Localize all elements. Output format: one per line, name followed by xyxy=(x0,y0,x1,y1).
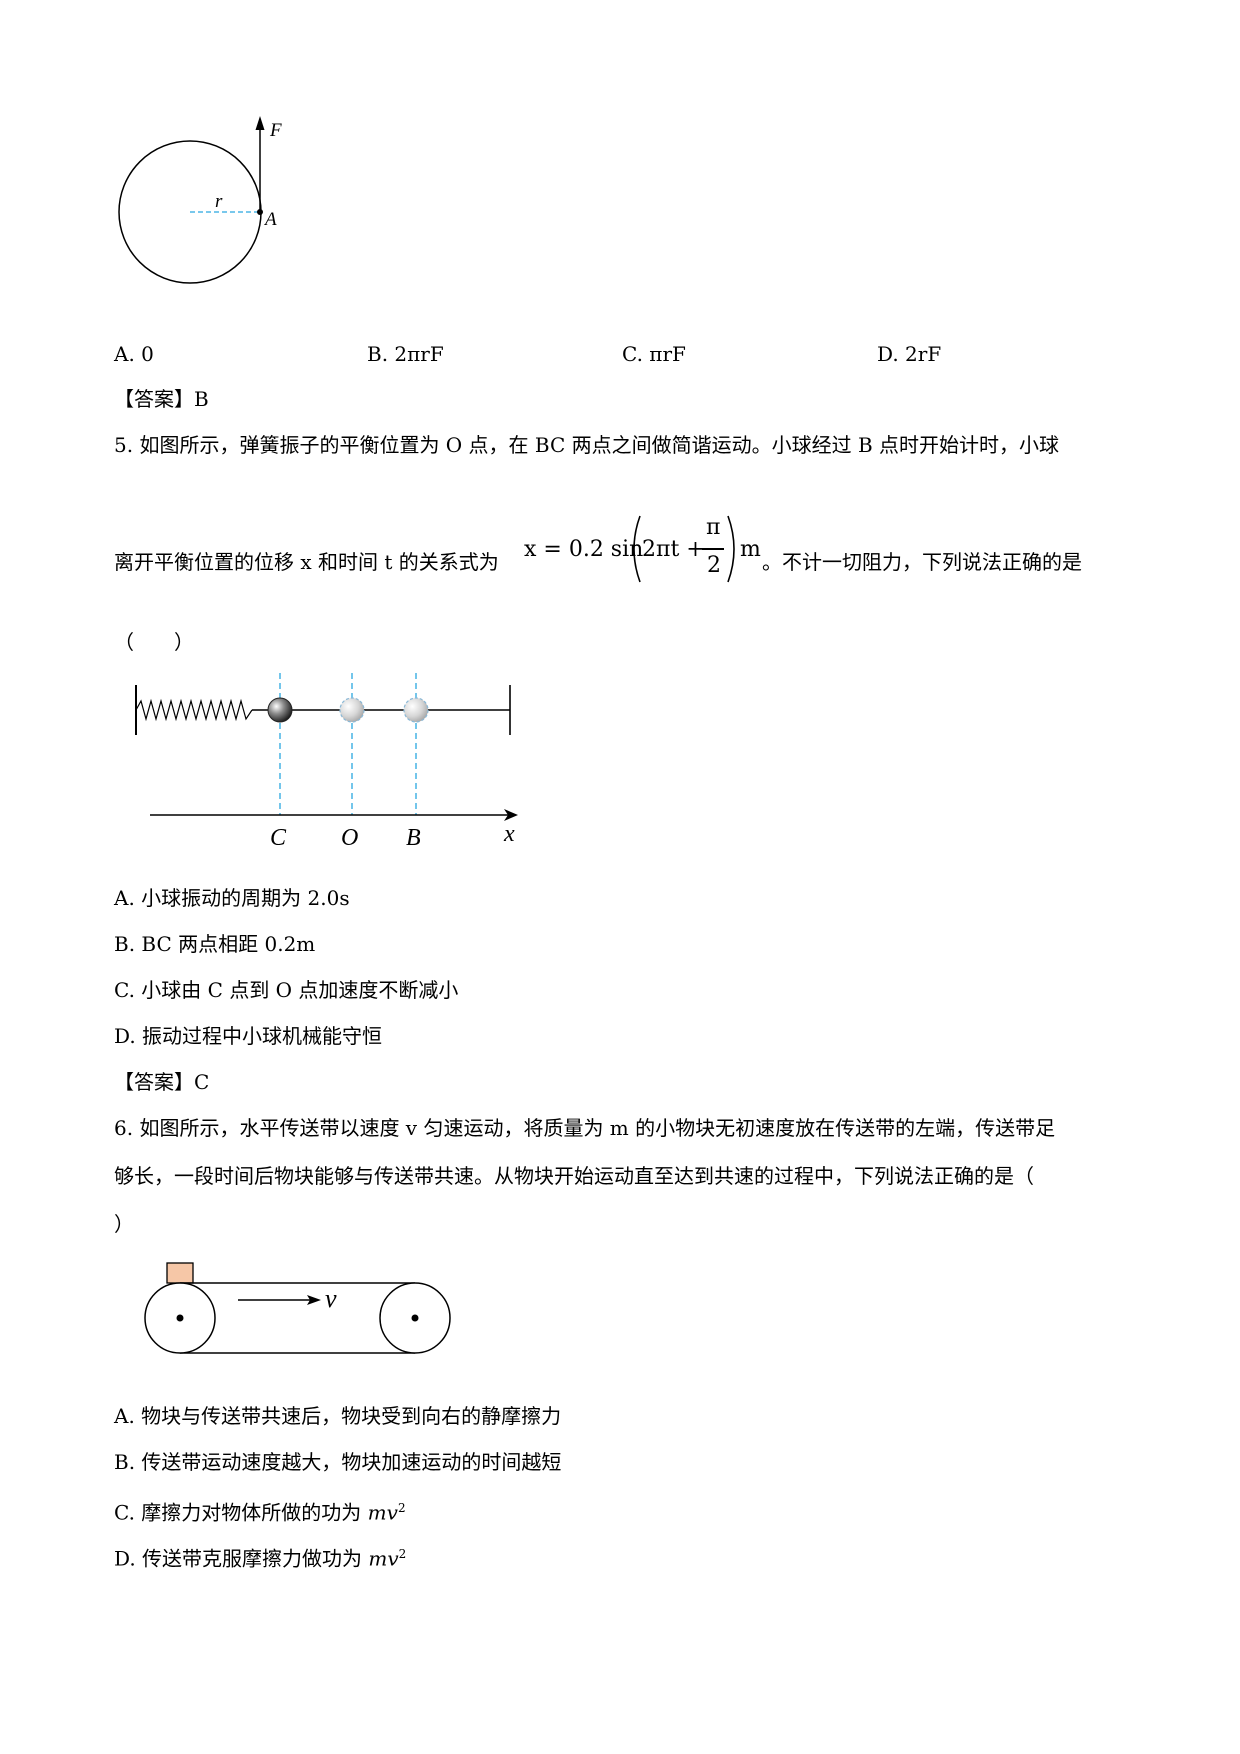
formula-fraction-bar xyxy=(702,548,724,550)
x-axis-arrowhead xyxy=(504,809,518,821)
label-c: C xyxy=(270,825,287,851)
formula-inner: 2πt + xyxy=(642,537,705,562)
q5-option-a: A. 小球振动的周期为 2.0s xyxy=(114,886,350,910)
block xyxy=(166,1262,194,1284)
q5-answer: 【答案】C xyxy=(114,1070,210,1094)
spring xyxy=(135,698,253,722)
right-pulley-axle xyxy=(411,1314,419,1322)
point-a-label: A xyxy=(263,209,277,230)
label-b: B xyxy=(406,825,421,851)
q6-option-c-mv: mv xyxy=(367,1500,398,1525)
q6-stem-line2: 够长，一段时间后物块能够与传送带共速。从物块开始运动直至达到共速的过程中，下列说… xyxy=(114,1164,1034,1188)
formula-lhs: x = 0.2 sin xyxy=(524,537,644,562)
q4-option-b: B. 2πrF xyxy=(367,342,444,366)
ball-at-b xyxy=(403,697,429,723)
q5-option-c: C. 小球由 C 点到 O 点加速度不断减小 xyxy=(114,978,459,1002)
q6-option-c-sup: 2 xyxy=(397,1501,406,1515)
conveyor-belt-figure: v xyxy=(144,1262,451,1354)
q5-option-d: D. 振动过程中小球机械能守恒 xyxy=(114,1024,383,1048)
force-label: F xyxy=(269,120,282,141)
q4-answer: 【答案】B xyxy=(114,387,209,411)
q6-option-c-text: C. 摩擦力对物体所做的功为 xyxy=(114,1500,368,1525)
label-o: O xyxy=(341,825,358,851)
q4-option-a: A. 0 xyxy=(114,342,154,366)
label-x: x xyxy=(503,821,515,847)
q4-option-d: D. 2rF xyxy=(877,342,942,366)
formula-numerator: π xyxy=(706,515,721,540)
q6-option-b: B. 传送带运动速度越大，物块加速运动的时间越短 xyxy=(114,1450,562,1474)
radius-label: r xyxy=(215,191,223,212)
formula-right-paren xyxy=(727,515,735,583)
circle-force-figure: F r A xyxy=(118,116,282,284)
q6-option-d: D. 传送带克服摩擦力做功为 mv2 xyxy=(114,1542,406,1571)
q6-option-d-mv: mv xyxy=(368,1546,399,1571)
q4-option-c: C. πrF xyxy=(622,342,686,366)
q6-option-c: C. 摩擦力对物体所做的功为 mv2 xyxy=(114,1496,406,1525)
ball-at-c xyxy=(267,697,293,723)
velocity-arrowhead xyxy=(307,1295,321,1305)
q6-option-d-sup: 2 xyxy=(398,1547,407,1561)
q5-formula: x = 0.2 sin 2πt + π 2 m xyxy=(520,510,761,586)
q5-stem-line2-pre: 离开平衡位置的位移 x 和时间 t 的关系式为 xyxy=(114,550,499,574)
velocity-label: v xyxy=(325,1284,337,1313)
q6-option-a: A. 物块与传送带共速后，物块受到向右的静摩擦力 xyxy=(114,1404,562,1428)
formula-left-paren xyxy=(633,515,641,583)
q5-stem-line2-post: 。不计一切阻力，下列说法正确的是 xyxy=(762,550,1082,574)
q6-stem-line3: ） xyxy=(114,1212,134,1236)
q5-answer-paren: （ ） xyxy=(114,630,194,654)
q5-stem-line1: 5. 如图所示，弹簧振子的平衡位置为 O 点，在 BC 两点之间做简谐运动。小球… xyxy=(114,433,1060,457)
spring-oscillator-figure: C O B x xyxy=(135,673,518,851)
q6-stem-line1: 6. 如图所示，水平传送带以速度 v 匀速运动，将质量为 m 的小物块无初速度放… xyxy=(114,1116,1056,1140)
ball-at-o xyxy=(339,697,365,723)
formula-denominator: 2 xyxy=(707,553,721,578)
left-pulley-axle xyxy=(176,1314,184,1322)
formula-unit: m xyxy=(740,537,761,562)
q5-option-b: B. BC 两点相距 0.2m xyxy=(114,932,316,956)
force-arrowhead xyxy=(255,116,265,130)
q6-option-d-text: D. 传送带克服摩擦力做功为 xyxy=(114,1546,369,1571)
